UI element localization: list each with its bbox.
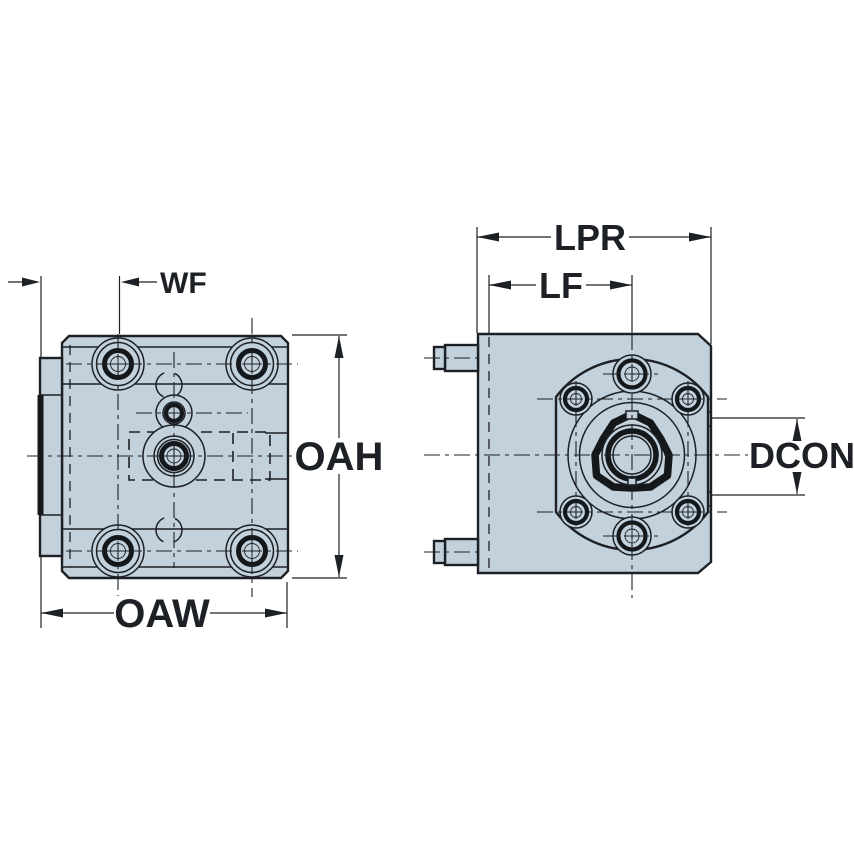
dcon-label-mask [750, 441, 854, 472]
front-view [27, 318, 303, 597]
oaw-label: OAW [114, 592, 210, 636]
side-keyway-bottom [627, 477, 637, 486]
front-centerlines [27, 318, 303, 597]
front-slot-arc-bottom [155, 516, 183, 544]
oah-label-mask [299, 438, 379, 474]
dim-dcon: DCON [711, 417, 854, 496]
lpr-label: LPR [554, 217, 626, 258]
lf-label: LF [539, 265, 583, 306]
dim-oaw: OAW [41, 582, 288, 636]
oaw-arrow-right [265, 608, 287, 618]
oah-label: OAH [295, 435, 384, 479]
oaw-arrow-left [41, 608, 63, 618]
dim-oah: OAH [292, 334, 384, 579]
oah-arrow-down [334, 555, 344, 577]
dim-lf: LF [488, 265, 633, 334]
wf-arrow-left [22, 277, 40, 287]
front-slot-arc-top [155, 371, 183, 399]
wf-arrow-right [121, 277, 139, 287]
dcon-label: DCON [749, 435, 854, 476]
lpr-label-mask [551, 219, 629, 255]
dcon-arrow-up [792, 419, 802, 441]
dcon-arrow-down [792, 472, 802, 494]
lf-label-mask [536, 267, 586, 302]
dim-lpr: LPR [476, 217, 712, 344]
lpr-arrow-right [689, 232, 711, 242]
lf-arrow-right [610, 280, 632, 290]
side-view [424, 332, 748, 598]
front-left-flange [37, 356, 64, 558]
wf-label: WF [160, 267, 207, 300]
oaw-label-mask [114, 596, 210, 631]
dim-wf: WF [8, 267, 207, 628]
lpr-arrow-left [477, 232, 499, 242]
side-centerlines [424, 334, 748, 598]
lf-arrow-left [489, 280, 511, 290]
oah-arrow-up [334, 336, 344, 358]
